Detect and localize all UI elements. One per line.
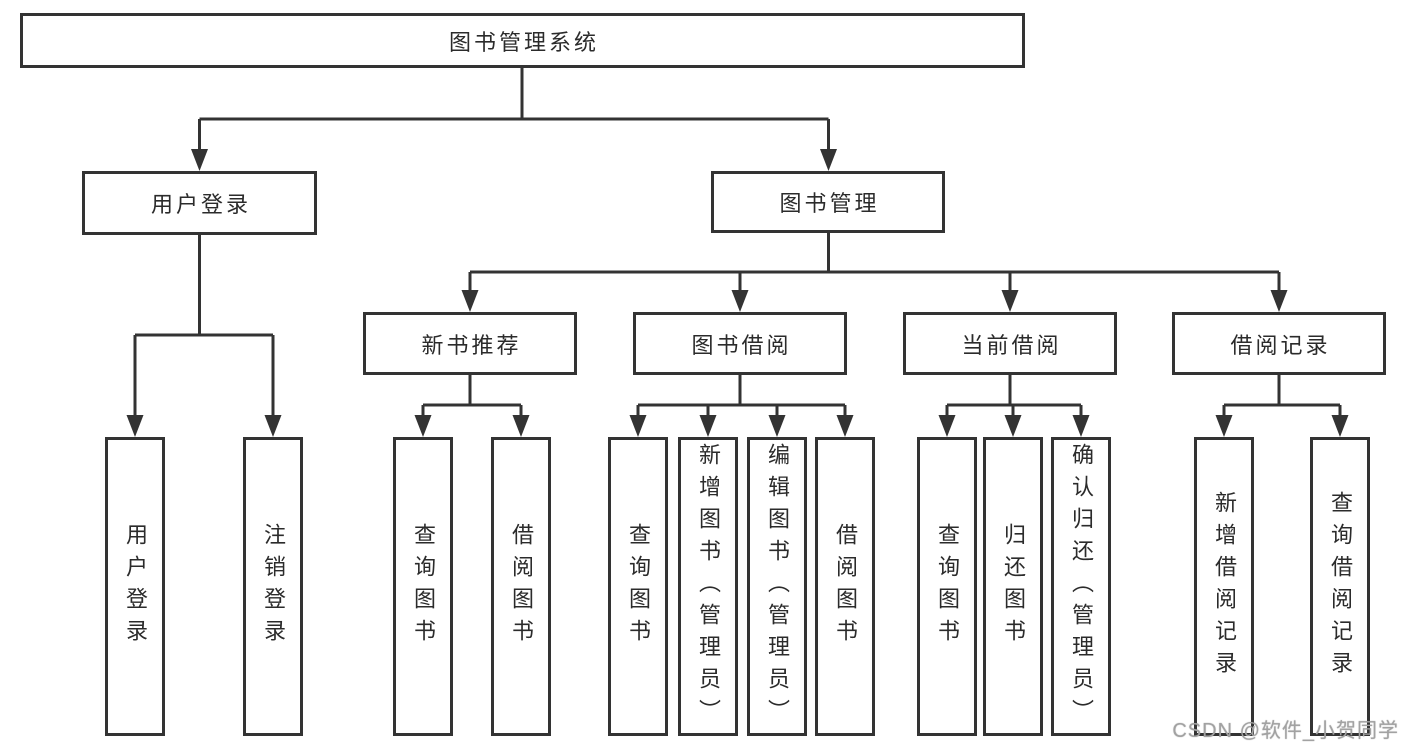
leaf-query-borrow-record-label: 查询借阅记录 bbox=[1328, 490, 1353, 683]
node-library-system-label: 图书管理系统 bbox=[448, 29, 599, 55]
leaf-borrow-books-recommend: 借阅图书 bbox=[491, 437, 551, 736]
leaf-edit-books-admin: 编辑图书（管理员） bbox=[747, 437, 807, 736]
node-borrow-records-label: 借阅记录 bbox=[1230, 332, 1331, 358]
leaf-borrow-books: 借阅图书 bbox=[815, 437, 875, 736]
node-user-login-label: 用户登录 bbox=[150, 192, 251, 217]
leaf-edit-books-admin-label: 编辑图书（管理员） bbox=[765, 442, 790, 731]
node-current-borrow-label: 当前借阅 bbox=[961, 332, 1062, 358]
leaf-query-books-recommend: 查询图书 bbox=[393, 437, 453, 736]
leaf-confirm-return-admin: 确认归还（管理员） bbox=[1051, 437, 1111, 736]
node-book-borrow: 图书借阅 bbox=[633, 312, 847, 375]
leaf-return-books-label: 归还图书 bbox=[1001, 522, 1026, 651]
leaf-query-books-recommend-label: 查询图书 bbox=[411, 522, 436, 651]
leaf-add-books-admin-label: 新增图书（管理员） bbox=[696, 442, 721, 731]
leaf-user-login-label: 用户登录 bbox=[123, 522, 148, 651]
node-book-borrow-label: 图书借阅 bbox=[691, 332, 792, 358]
node-current-borrow: 当前借阅 bbox=[903, 312, 1117, 375]
leaf-add-books-admin: 新增图书（管理员） bbox=[678, 437, 738, 736]
leaf-return-books: 归还图书 bbox=[983, 437, 1043, 736]
node-borrow-records: 借阅记录 bbox=[1172, 312, 1386, 375]
leaf-user-login: 用户登录 bbox=[105, 437, 165, 736]
leaf-query-books-borrow: 查询图书 bbox=[608, 437, 668, 736]
node-user-login: 用户登录 bbox=[82, 171, 317, 235]
node-new-book-recommend: 新书推荐 bbox=[363, 312, 577, 375]
leaf-logout: 注销登录 bbox=[243, 437, 303, 736]
leaf-borrow-books-recommend-label: 借阅图书 bbox=[509, 522, 534, 651]
leaf-query-books-borrow-label: 查询图书 bbox=[626, 522, 651, 651]
csdn-watermark: CSDN @软件_小贺同学 bbox=[1172, 720, 1399, 742]
leaf-add-borrow-record-label: 新增借阅记录 bbox=[1212, 490, 1237, 683]
node-book-management: 图书管理 bbox=[711, 171, 945, 233]
leaf-query-books-current-label: 查询图书 bbox=[935, 522, 960, 651]
leaf-add-borrow-record: 新增借阅记录 bbox=[1194, 437, 1254, 736]
leaf-borrow-books-label: 借阅图书 bbox=[833, 522, 858, 651]
connector-structure bbox=[135, 68, 1340, 407]
leaf-query-books-current: 查询图书 bbox=[917, 437, 977, 736]
leaf-logout-label: 注销登录 bbox=[261, 522, 286, 651]
leaf-query-borrow-record: 查询借阅记录 bbox=[1310, 437, 1370, 736]
node-library-system: 图书管理系统 bbox=[20, 13, 1025, 68]
node-new-book-recommend-label: 新书推荐 bbox=[421, 332, 522, 358]
arrow-shafts bbox=[133, 119, 1342, 418]
leaf-confirm-return-admin-label: 确认归还（管理员） bbox=[1069, 442, 1094, 731]
node-book-management-label: 图书管理 bbox=[779, 191, 880, 216]
